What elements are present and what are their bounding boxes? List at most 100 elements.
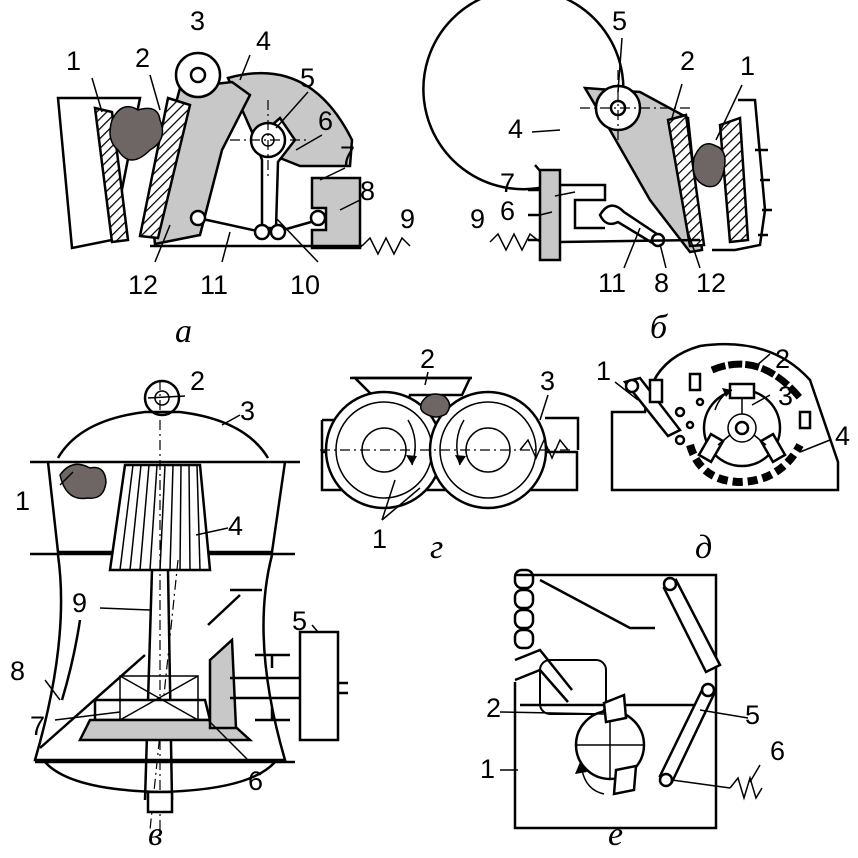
drive-pulley: [298, 630, 340, 742]
rotor-hammer: [728, 382, 756, 400]
rotor-arm: [753, 434, 767, 446]
label-d-2: 2: [775, 344, 790, 374]
adjusting-block: [538, 168, 562, 262]
label-b-9: 9: [470, 204, 485, 234]
label-a-7: 7: [340, 141, 355, 171]
arrowhead: [575, 762, 587, 774]
label-b-6: 6: [500, 196, 515, 226]
label-b-2: 2: [680, 46, 695, 76]
impact-plate: [622, 376, 682, 438]
main-shaft: [143, 569, 174, 801]
label-a-11: 11: [200, 270, 228, 300]
label-g-1: 1: [372, 524, 387, 554]
caption-v: в: [148, 816, 163, 853]
arrowhead-right: [455, 455, 466, 465]
rotation-arrow: [581, 769, 605, 795]
leader-lines: [91, 54, 361, 263]
spring: [729, 775, 763, 801]
label-b-8: 8: [654, 268, 669, 298]
label-g-3: 3: [540, 366, 555, 396]
feed-guide: [688, 372, 702, 392]
spring: [519, 438, 569, 460]
label-a-2: 2: [135, 43, 150, 73]
chain-curtain: [513, 568, 535, 650]
bottom-bearing: [146, 790, 174, 814]
crusher-housing: [513, 573, 718, 830]
shaft-bearing: [255, 653, 290, 722]
label-v-1: 1: [15, 486, 30, 516]
frame-ribs: [755, 148, 772, 237]
stone-fragment: [695, 397, 705, 407]
grate-holder: [798, 410, 812, 430]
label-a-10: 10: [290, 270, 320, 300]
tie-rod: [559, 238, 701, 244]
plate-pivot: [624, 378, 640, 394]
label-a-1: 1: [66, 46, 81, 76]
crushing-cone: [108, 463, 212, 572]
adjusting-wedge: [310, 176, 362, 250]
feed-guide: [648, 378, 664, 404]
toggle-plate-left: [197, 216, 263, 234]
cone-hatching: [119, 464, 201, 571]
dome: [56, 410, 270, 459]
rotor-hammer: [697, 432, 725, 464]
hammer-bottom: [612, 764, 638, 796]
label-e-1: 1: [480, 754, 495, 784]
leader-lines: [44, 395, 319, 763]
caption-a: а: [175, 313, 192, 350]
toggle-joint-mid-left: [253, 223, 271, 241]
label-d-3: 3: [778, 381, 793, 411]
caption-e: е: [608, 816, 623, 853]
leader-lines: [531, 37, 743, 269]
label-v-4: 4: [228, 511, 243, 541]
label-a-6: 6: [318, 106, 333, 136]
inner-edge: [207, 594, 241, 626]
label-b-1: 1: [740, 51, 755, 81]
label-v-6: 6: [248, 766, 263, 796]
housing-diagonal: [119, 675, 199, 721]
spring-rod: [671, 779, 731, 789]
grate: [686, 442, 804, 487]
label-a-8: 8: [360, 176, 375, 206]
panel-d-impact-crusher: 1 2 3 4 д: [596, 342, 850, 566]
stone-fragment: [674, 406, 686, 418]
label-a-5: 5: [300, 63, 315, 93]
block-frame: [560, 183, 607, 230]
stone-fragment: [685, 420, 695, 430]
label-b-11: 11: [598, 268, 626, 298]
grate-pivot: [658, 772, 674, 788]
arrowhead: [722, 388, 732, 397]
label-a-9: 9: [400, 204, 415, 234]
label-e-5: 5: [745, 700, 760, 730]
panel-e-hammer-crusher: 2 1 5 6 е: [480, 568, 785, 853]
caption-b: б: [650, 309, 669, 346]
suspension-shaft-center: [189, 66, 207, 84]
flywheel-outline: [422, 0, 625, 191]
panel-a-jaw-crusher: 1 2 3 4 5 6 7 8 9 10 11 12 а: [56, 6, 415, 350]
panel-v-cone-crusher: 2 3 1 4 9 8 7 5 6 в: [10, 366, 348, 853]
arrowhead-left: [406, 455, 417, 465]
leader-lines: [381, 371, 549, 521]
label-v-2: 2: [190, 366, 205, 396]
stone-fragment: [674, 434, 686, 446]
discharge-line: [39, 654, 146, 749]
label-a-12: 12: [128, 270, 158, 300]
grate-pivot: [662, 576, 678, 592]
grate-pivot: [700, 682, 716, 698]
fixed-jaw-plate: [718, 116, 750, 244]
spring: [489, 232, 541, 252]
top-inner-wall: [539, 578, 655, 630]
discharge-chute: [60, 619, 82, 701]
spring: [361, 236, 411, 256]
fixed-frame: [712, 98, 767, 252]
rotor-hammer: [759, 432, 787, 464]
label-b-7: 7: [500, 168, 515, 198]
label-b-12: 12: [696, 268, 726, 298]
label-v-3: 3: [240, 396, 255, 426]
label-v-8: 8: [10, 656, 25, 686]
spring-housing: [545, 416, 580, 450]
label-b-5: 5: [612, 6, 627, 36]
leader-lines: [614, 353, 831, 453]
